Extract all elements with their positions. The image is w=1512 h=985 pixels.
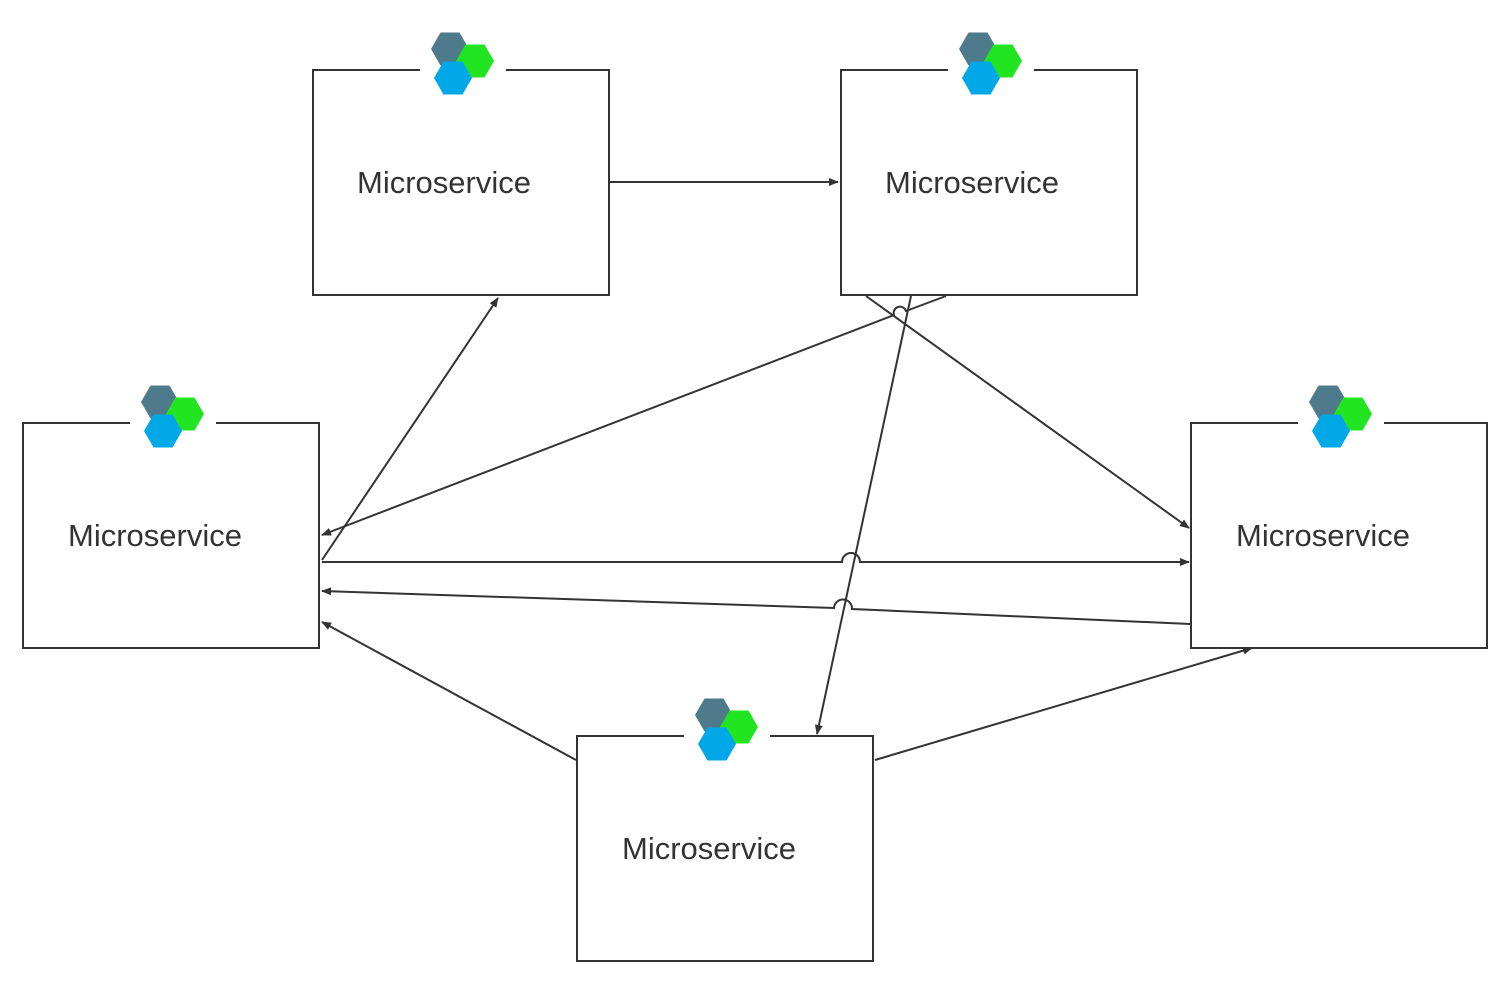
connector-mid-right-to-mid-left[interactable] xyxy=(321,587,1191,625)
microservice-box-top-left[interactable]: Microservice xyxy=(312,32,610,296)
hexagon-cluster-icon xyxy=(695,698,758,761)
hexagon-blue xyxy=(434,61,472,95)
hexagon-cluster-icon xyxy=(431,32,494,95)
hexagon-blue xyxy=(144,414,182,448)
connector-bottom-to-mid-right[interactable] xyxy=(874,646,1253,761)
microservice-box-mid-right[interactable]: Microservice xyxy=(1190,385,1488,649)
microservice-box-top-right[interactable]: Microservice xyxy=(840,32,1138,296)
connector-top-right-to-mid-right[interactable] xyxy=(865,295,1190,529)
service-label: Microservice xyxy=(1236,518,1410,553)
connector-mid-left-to-mid-right[interactable] xyxy=(322,552,1190,566)
connector-top-right-to-bottom[interactable] xyxy=(814,295,912,735)
service-label: Microservice xyxy=(885,165,1059,200)
microservice-box-bottom[interactable]: Microservice xyxy=(576,698,874,962)
microservice-box-mid-left[interactable]: Microservice xyxy=(22,385,320,649)
connector-top-right-to-mid-left[interactable] xyxy=(321,295,947,536)
connector-mid-left-to-top-left[interactable] xyxy=(321,297,499,561)
hexagon-blue xyxy=(962,61,1000,95)
service-label: Microservice xyxy=(622,831,796,866)
hexagon-blue xyxy=(1312,414,1350,448)
service-label: Microservice xyxy=(68,518,242,553)
connector-bottom-to-mid-left[interactable] xyxy=(321,621,577,761)
hexagon-cluster-icon xyxy=(141,385,204,448)
hexagon-cluster-icon xyxy=(959,32,1022,95)
hexagon-blue xyxy=(698,727,736,761)
hexagon-cluster-icon xyxy=(1309,385,1372,448)
service-label: Microservice xyxy=(357,165,531,200)
